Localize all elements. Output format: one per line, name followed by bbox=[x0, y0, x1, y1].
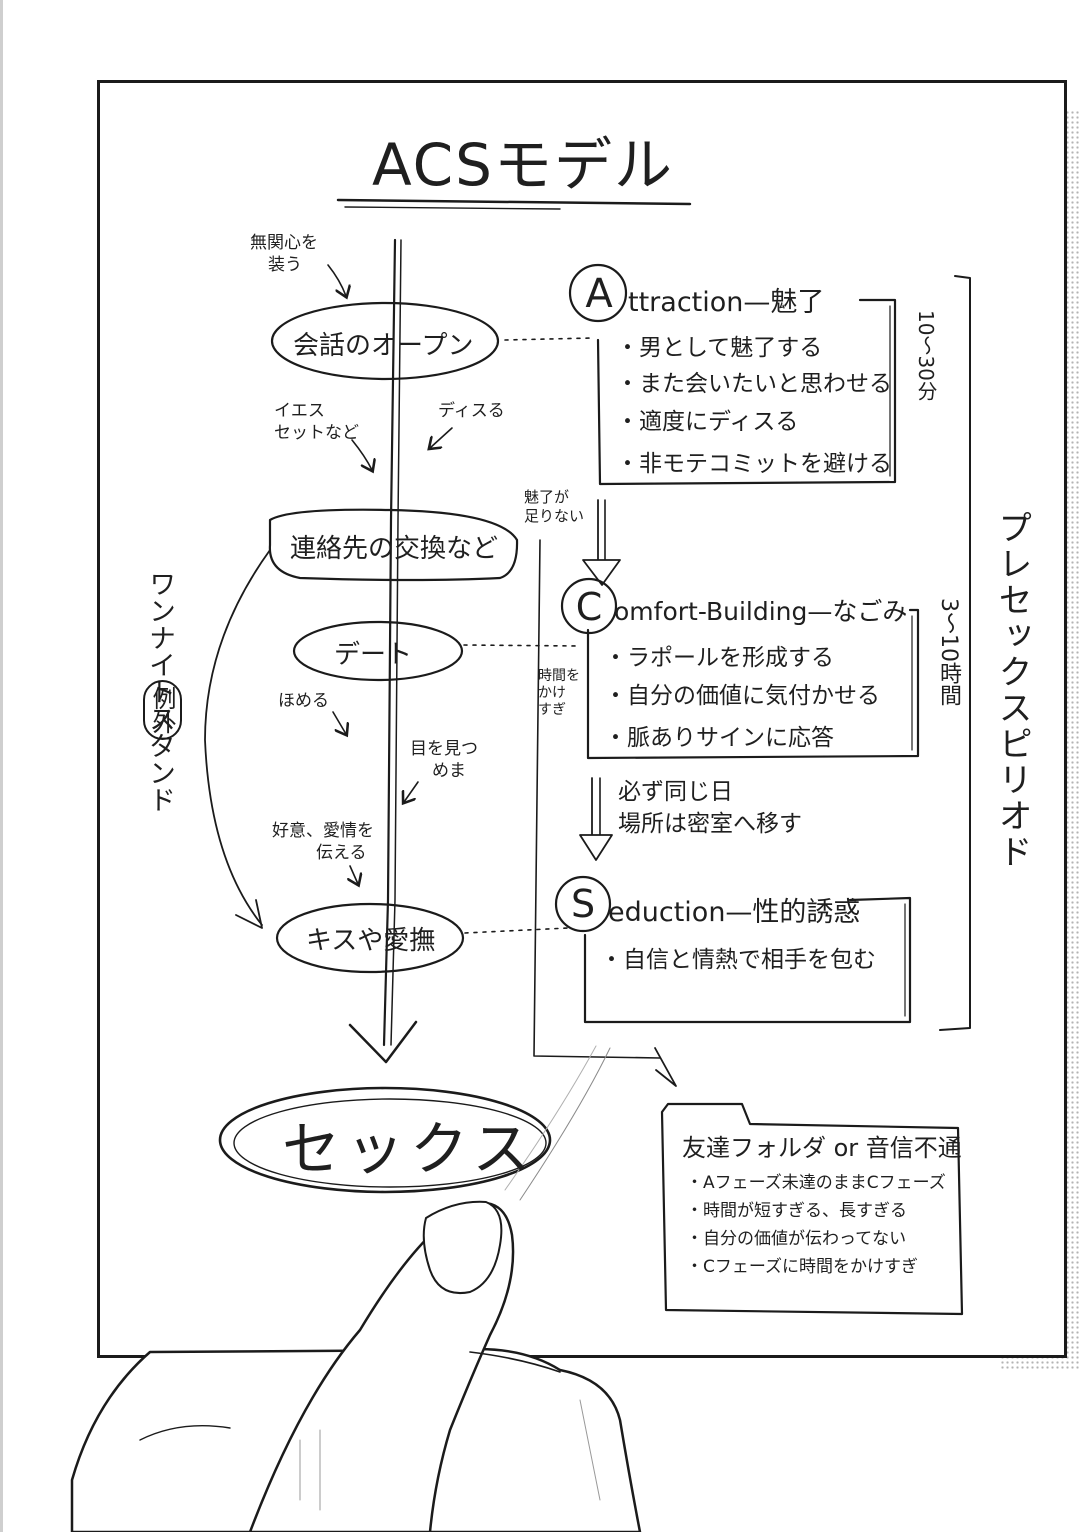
paper-sheet bbox=[97, 80, 1067, 1358]
note-attraction-lacking: 魅了が 足りない bbox=[524, 488, 585, 525]
note-praise: ほめる bbox=[278, 691, 329, 711]
seduction-letter: S bbox=[570, 882, 596, 926]
failure-folder bbox=[660, 1102, 964, 1316]
note-eye-contact: 目を見つ めま bbox=[410, 739, 478, 781]
comfort-box bbox=[586, 608, 920, 760]
node-oval-open bbox=[270, 301, 500, 381]
note-too-much-time: 時間を かけ すぎ bbox=[538, 668, 580, 718]
attraction-title: ttraction—魅了 bbox=[628, 287, 825, 318]
node-open: 会話のオープン bbox=[293, 331, 474, 361]
failure-title: 友達フォルダ or 音信不通 bbox=[682, 1134, 962, 1162]
node-oval-contact bbox=[268, 508, 519, 582]
node-sex: セックス bbox=[282, 1115, 537, 1183]
note-yes-set: イエス セットなど bbox=[274, 401, 359, 443]
note-exception: 例外 bbox=[143, 680, 182, 740]
pre-sex-period-bracket bbox=[939, 275, 971, 1031]
failure-item: ・自分の価値が伝わってない bbox=[686, 1229, 907, 1249]
hand-illustration bbox=[70, 1200, 642, 1532]
note-convey-affection: 好意、愛情を 伝える bbox=[272, 821, 374, 863]
seduction-letter-circle bbox=[554, 875, 612, 933]
seduction-item: ・自信と情熱で相手を包む bbox=[600, 947, 876, 973]
node-kiss: キスや愛撫 bbox=[306, 926, 436, 956]
attraction-letter: A bbox=[585, 271, 613, 317]
failure-item: ・Cフェーズに時間をかけすぎ bbox=[686, 1257, 919, 1277]
page-title: ACSモデル bbox=[372, 131, 674, 199]
failure-item: ・時間が短すぎる、長すぎる bbox=[686, 1201, 907, 1221]
note-same-day: 必ず同じ日 場所は密室へ移す bbox=[618, 779, 802, 837]
node-oval-kiss bbox=[275, 902, 465, 974]
seduction-box bbox=[583, 896, 912, 1024]
main-flow-arrowhead bbox=[348, 1020, 418, 1064]
failure-item: ・Aフェーズ未達のままCフェーズ bbox=[686, 1173, 946, 1193]
page-edge-line bbox=[0, 0, 3, 1532]
attraction-box bbox=[596, 298, 897, 486]
comfort-letter: C bbox=[575, 585, 603, 629]
comfort-item: ・自分の価値に気付かせる bbox=[604, 683, 880, 709]
node-date: デート bbox=[334, 640, 413, 670]
node-oval-sex bbox=[218, 1086, 552, 1194]
attraction-item: ・男として魅了する bbox=[616, 335, 823, 361]
attraction-letter-circle bbox=[568, 263, 628, 323]
attraction-item: ・適度にディスる bbox=[616, 409, 799, 435]
comfort-title: omfort-Building—なごみ bbox=[614, 597, 908, 626]
attraction-time: 10〜30分 bbox=[914, 310, 938, 401]
node-oval-date bbox=[292, 620, 464, 682]
comfort-item: ・ラポールを形成する bbox=[604, 645, 834, 671]
comfort-item: ・脈ありサインに応答 bbox=[604, 725, 834, 751]
attraction-item: ・また会いたいと思わせる bbox=[616, 371, 892, 397]
node-contact: 連絡先の交換など bbox=[290, 534, 499, 564]
comfort-letter-circle bbox=[560, 577, 618, 635]
pre-sex-period-label: プレセックスピリオド bbox=[992, 510, 1032, 870]
note-feign-indifference: 無関心を 装う bbox=[250, 233, 318, 275]
seduction-title: eduction—性的誘惑 bbox=[608, 897, 861, 928]
title-underline bbox=[336, 198, 692, 206]
thumbnail bbox=[422, 1200, 503, 1294]
comfort-time: 3〜10時間 bbox=[936, 598, 961, 706]
note-diss: ディスる bbox=[438, 401, 505, 421]
one-night-stand-curve bbox=[204, 549, 271, 926]
attraction-item: ・非モテコミットを避ける bbox=[616, 451, 892, 477]
